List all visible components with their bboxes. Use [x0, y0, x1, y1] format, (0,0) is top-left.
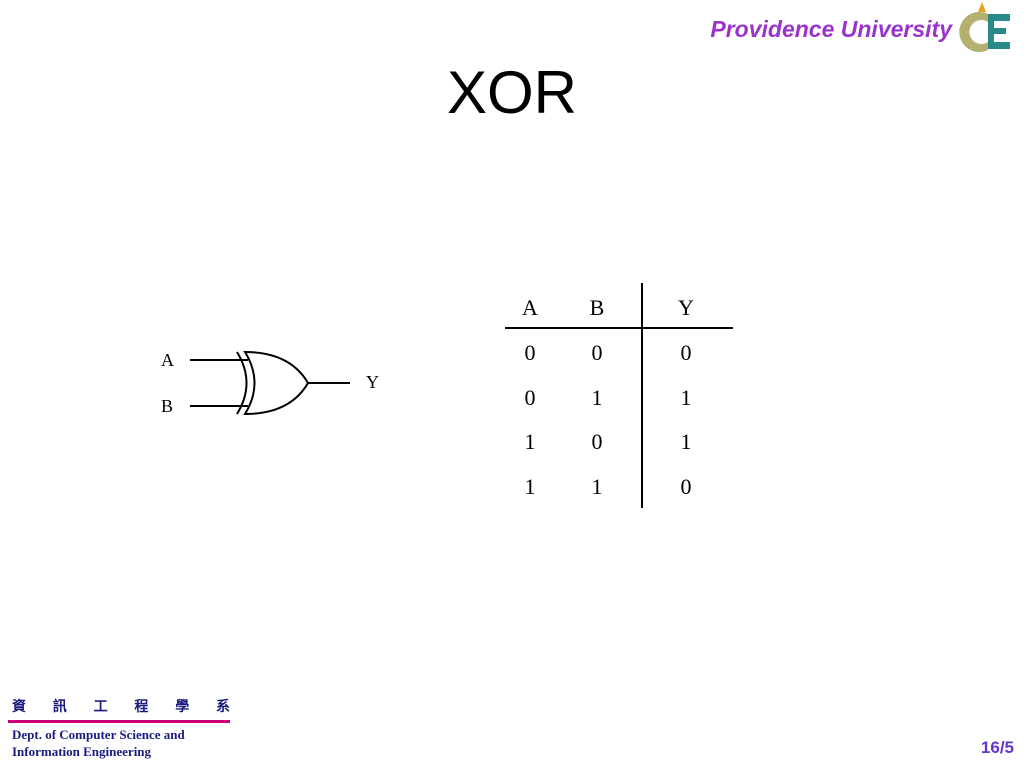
truth-table-cell: 0 [592, 429, 603, 454]
truth-table-cell: 1 [525, 429, 536, 454]
footer-chinese-char: 系 [215, 699, 230, 715]
truth-table-cell: 0 [681, 474, 692, 499]
truth-table-header-b: B [590, 295, 605, 320]
truth-table-cell: 0 [525, 385, 536, 410]
xor-gate-diagram: A B Y [161, 350, 379, 416]
footer-chinese-char: 資 [12, 699, 26, 715]
page-number: 16/5 [980, 738, 1014, 757]
xor-extra-curve [236, 351, 248, 415]
footer-divider [8, 720, 230, 723]
footer-chinese-char: 工 [93, 699, 108, 715]
truth-table-cell: 1 [681, 385, 692, 410]
footer-dept-line1: Dept. of Computer Science and [12, 727, 185, 742]
footer-dept-chinese: 資 訊 工 程 學 系 [12, 696, 230, 716]
truth-table-cell: 0 [592, 340, 603, 365]
slide-title: XOR [446, 59, 578, 126]
footer-chinese-char: 學 [175, 699, 190, 715]
xor-gate-body [243, 350, 310, 416]
truth-table-header-a: A [522, 295, 538, 320]
gate-input-b-label: B [161, 396, 173, 416]
university-name: Providence University [710, 16, 952, 42]
footer-chinese-char: 訊 [52, 699, 67, 715]
truth-table-cell: 1 [592, 385, 603, 410]
truth-table-header-y: Y [678, 295, 694, 320]
university-logo-icon [959, 2, 1010, 53]
truth-table: A B Y 0 0 0 0 1 1 1 0 1 1 1 0 [505, 283, 733, 508]
truth-table-cell: 0 [525, 340, 536, 365]
footer-chinese-char: 程 [134, 699, 149, 715]
truth-table-cell: 1 [525, 474, 536, 499]
truth-table-cell: 1 [681, 429, 692, 454]
gate-input-a-label: A [161, 350, 174, 370]
footer-dept-english: Dept. of Computer Science and Informatio… [12, 726, 185, 760]
gate-output-label: Y [366, 372, 379, 392]
truth-table-cell: 1 [592, 474, 603, 499]
truth-table-cell: 0 [681, 340, 692, 365]
footer-dept-line2: Information Engineering [12, 744, 152, 759]
